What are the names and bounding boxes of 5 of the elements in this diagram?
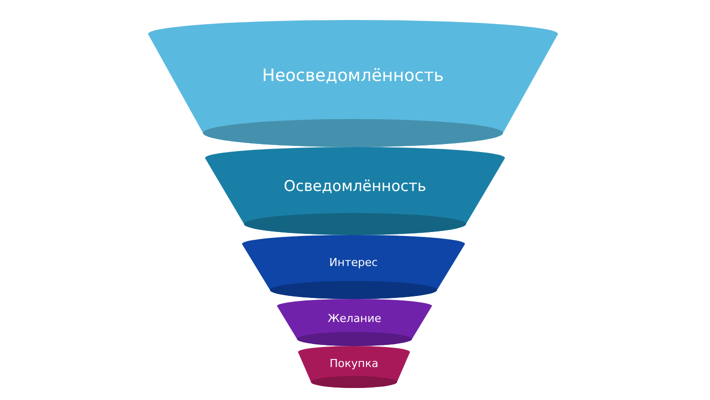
stage-label: Желание [326,312,382,326]
stage-label: Неосведомлённость [261,66,445,86]
stage-label: Осведомлённость [282,176,428,194]
stage-label: Интерес [328,256,379,269]
stage-label: Покупка [328,357,380,370]
